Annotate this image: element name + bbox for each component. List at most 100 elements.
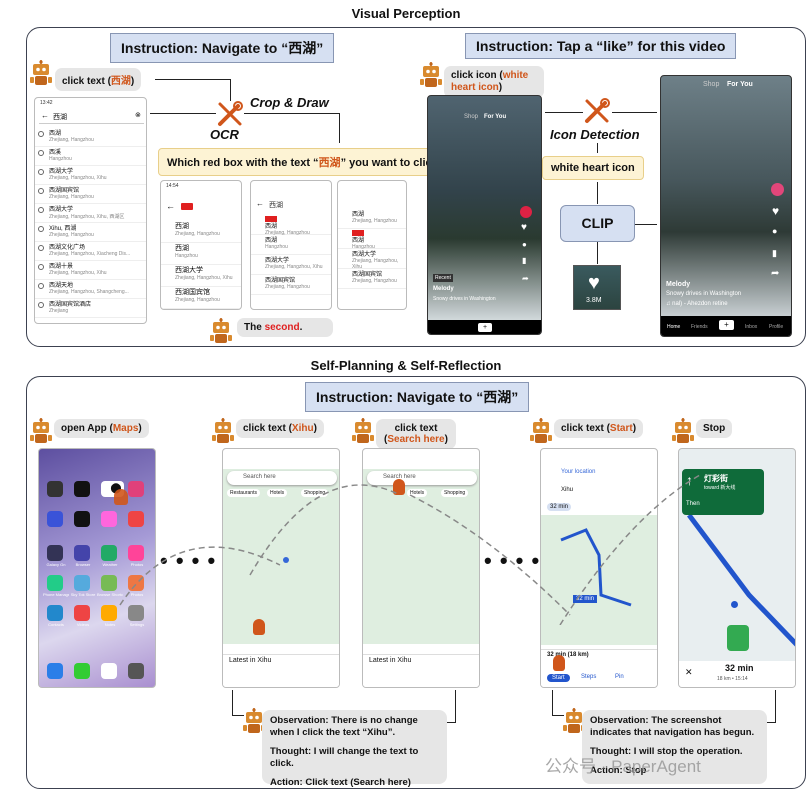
search-bar[interactable]: ← 西湖 ⊗ <box>39 110 144 124</box>
route-from[interactable]: Your location <box>561 469 596 475</box>
app-icon[interactable] <box>128 481 144 497</box>
app-icon[interactable] <box>74 545 90 561</box>
drive-time-chip[interactable]: 32 min <box>547 503 572 511</box>
search-here-text[interactable]: Search here <box>243 474 276 480</box>
app-icon[interactable] <box>74 511 90 527</box>
nav-home[interactable]: Home <box>667 324 681 330</box>
app-label: Notes <box>104 622 116 627</box>
dock-icon[interactable] <box>47 663 63 679</box>
app-icon[interactable] <box>101 511 117 527</box>
dock-icon[interactable] <box>128 663 144 679</box>
share-icon[interactable]: ➦ <box>522 274 529 283</box>
avatar[interactable] <box>520 206 532 218</box>
tab-for-you[interactable]: For You <box>727 81 753 88</box>
nav-friends[interactable]: Friends <box>691 324 708 330</box>
heart-icon[interactable]: ♥ <box>521 222 527 233</box>
app-icon[interactable] <box>128 511 144 527</box>
comment-icon[interactable]: ● <box>522 240 527 249</box>
eta-time: 32 min <box>725 663 754 673</box>
app-icon[interactable] <box>128 545 144 561</box>
video-author[interactable]: Melody <box>666 281 691 288</box>
answer-prefix: The <box>244 322 265 333</box>
comment-icon[interactable]: ● <box>772 226 778 236</box>
latest-in-xihu[interactable]: Latest in Xihu <box>229 657 272 664</box>
app-icon[interactable] <box>47 511 63 527</box>
search-here-text[interactable]: Search here <box>383 474 416 480</box>
map-canvas[interactable] <box>223 469 339 644</box>
nav-profile[interactable]: Profile <box>769 324 784 330</box>
app-icon[interactable] <box>74 605 90 621</box>
map-canvas[interactable] <box>363 469 479 644</box>
bookmark-icon[interactable]: ▮ <box>522 256 527 265</box>
latest-in-xihu[interactable]: Latest in Xihu <box>369 657 412 664</box>
steps-button[interactable]: Steps <box>581 674 597 680</box>
app-icon[interactable] <box>101 605 117 621</box>
route-to[interactable]: Xihu <box>561 487 574 493</box>
chip-hotels[interactable]: Hotels <box>407 489 428 497</box>
tab-for-you[interactable]: For You <box>484 114 507 120</box>
chip-shopping[interactable]: Shopping <box>301 489 329 497</box>
video-author[interactable]: Melody <box>433 286 454 292</box>
back-arrow-icon[interactable]: ← <box>256 199 264 208</box>
start-button[interactable]: Start <box>547 674 570 682</box>
robot-icon <box>30 418 52 443</box>
app-icon[interactable] <box>74 481 90 497</box>
share-icon[interactable]: ➦ <box>771 268 780 279</box>
avatar[interactable] <box>771 183 784 196</box>
heart-icon[interactable]: ♥ <box>772 204 780 218</box>
bookmark-icon[interactable]: ▮ <box>772 248 777 258</box>
back-arrow-icon[interactable]: ← <box>41 111 49 120</box>
chip-shopping[interactable]: Shopping <box>441 489 469 497</box>
chip-hotels[interactable]: Hotels <box>267 489 288 497</box>
result-name: 西湖 <box>49 131 62 137</box>
app-icon[interactable] <box>47 481 63 497</box>
app-icon[interactable] <box>47 605 63 621</box>
search-bar[interactable]: Search here <box>227 471 337 485</box>
clear-icon[interactable]: ⊗ <box>135 112 141 119</box>
result-name: 西湖文化广场 <box>49 245 86 251</box>
connector-line <box>635 224 657 225</box>
create-button[interactable]: + <box>719 320 734 330</box>
app-icon[interactable] <box>74 575 90 591</box>
step-suffix: ) <box>313 423 317 434</box>
dock-icon[interactable] <box>74 663 90 679</box>
result-sub: Hangzhou <box>49 156 72 162</box>
create-button[interactable]: + <box>478 323 492 332</box>
app-icon[interactable] <box>101 545 117 561</box>
tab-shop[interactable]: Shop <box>703 81 720 88</box>
pin-button[interactable]: Pin <box>615 674 624 680</box>
chip-restaurants[interactable]: Restaurants <box>227 489 260 497</box>
back-arrow-icon[interactable]: ← <box>166 201 175 211</box>
tab-shop[interactable]: Shop <box>464 114 479 120</box>
app-icon[interactable] <box>101 575 117 591</box>
app-icon[interactable] <box>47 575 63 591</box>
dock-icon[interactable] <box>101 663 117 679</box>
app-icon[interactable] <box>128 605 144 621</box>
nav-inbox[interactable]: Inbox <box>745 324 758 330</box>
app-icon[interactable] <box>47 545 63 561</box>
close-icon[interactable]: ✕ <box>685 667 693 677</box>
